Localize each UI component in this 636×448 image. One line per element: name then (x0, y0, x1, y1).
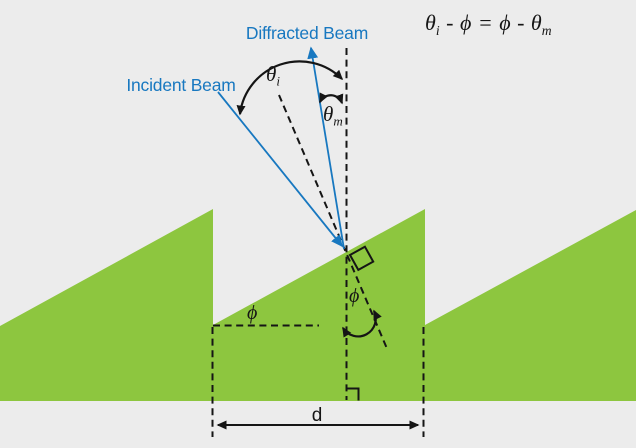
eq-theta1: θ (425, 10, 436, 35)
eq-minus1: - (439, 10, 460, 35)
theta-m-sub: m (333, 113, 343, 129)
phi-blaze-label: ϕ (247, 302, 258, 324)
grating-sawtooth-shape (0, 209, 636, 401)
theta-i-arc (236, 60, 344, 116)
eq-sub-i: i (435, 22, 440, 38)
phi-arc (342, 309, 382, 338)
eq-phi2: ϕ (499, 10, 511, 35)
theta-m-label: θm (323, 102, 343, 128)
eq-minus2: - (510, 10, 531, 35)
theta-m-base: θ (323, 102, 334, 126)
theta-i-base: θ (266, 62, 277, 86)
eq-sub-m: m (541, 22, 552, 38)
diffracted-beam-label: Diffracted Beam (245, 23, 369, 43)
theta-i-label: θi (266, 62, 280, 88)
incident-beam-label: Incident Beam (126, 75, 236, 95)
incident-beam-line (217, 91, 343, 248)
theta-m-arc (319, 92, 344, 105)
eq-phi1: ϕ (459, 10, 472, 35)
eq-equals: = (471, 10, 500, 35)
d-dimension-label: d (311, 405, 323, 426)
eq-theta2: θ (530, 10, 542, 35)
facet-right-angle-marker (348, 245, 375, 272)
phi-normal-label: ϕ (349, 285, 360, 307)
baseline-right-angle-marker (347, 387, 360, 401)
theta-i-sub: i (276, 73, 280, 89)
grating-equation: θi - ϕ = ϕ - θm (425, 10, 552, 38)
diffracted-beam-line (307, 46, 345, 250)
